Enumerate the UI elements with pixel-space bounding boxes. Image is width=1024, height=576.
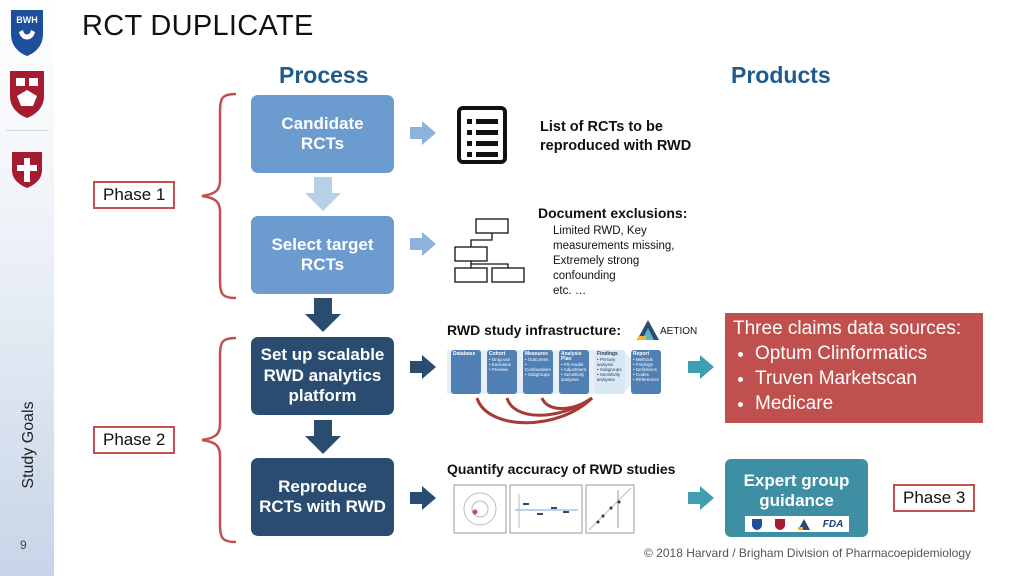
infra-stage-3: Analysis Plan• PS model • Adjustment • S… [559,350,589,394]
claims-list: Optum Clinformatics Truven Marketscan Me… [733,343,975,415]
infra-stage-2: Measures• Outcomes • Confounders • Subgr… [523,350,553,394]
infra-title: RWD study infrastructure: [447,322,621,338]
aetion-label: AETION [660,326,698,337]
claims-data-sources: Three claims data sources: Optum Clinfor… [725,313,983,423]
infra-stage-items: • Methods • Findings • Definitions • Cod… [633,357,659,382]
process-step-rwd-platform: Set up scalable RWD analytics platform [251,337,394,415]
aetion-logo-icon [798,518,811,530]
infra-stage-title: Database [453,351,476,357]
slide-title: RCT DUPLICATE [82,10,314,42]
accuracy-title: Quantify accuracy of RWD studies [447,461,676,477]
bwh-logo-icon: BWH [11,10,43,56]
sidebar-separator [6,130,48,131]
infra-stage-5: Report• Methods • Findings • Definitions… [631,350,661,394]
phase-2-label: Phase 2 [93,426,176,454]
right-arrow-icon [688,355,714,379]
expert-guidance-box: Expert group guidance FDA [725,459,868,537]
phase-1-label: Phase 1 [93,181,176,209]
down-arrow-icon [305,177,341,211]
phase1-bracket [201,92,237,300]
products-heading: Products [731,62,831,88]
rct-list-product: List of RCTs to be reproduced with RWD [540,119,692,154]
infra-stage-title: Measures [525,351,549,357]
exclusions-details: Limited RWD, Key measurements missing, E… [553,225,675,297]
infra-pipeline: Database Cohort• Drug use • Exclusion • P… [447,346,669,432]
infra-stage-title: Findings [597,351,618,357]
infra-stage-title: Analysis Plan [561,351,582,362]
right-arrow-icon [410,232,436,256]
infra-stage-items: • Drug use • Exclusion • Preview [489,357,512,372]
process-step-select-target-rcts: Select target RCTs [251,216,394,294]
infra-stage-1: Cohort• Drug use • Exclusion • Preview [487,350,517,394]
infra-stage-items: • PS model • Adjustment • Sensitivity an… [561,362,587,382]
infra-stage-items: • Primary analysis • Subgroups • Sensiti… [597,357,622,382]
harvard-shield-icon [10,71,44,118]
phase-3-label: Phase 3 [893,484,976,512]
exclusions-title: Document exclusions: [538,205,688,221]
org-chart-icon [454,218,525,283]
footer-copyright: © 2018 Harvard / Brigham Division of Pha… [644,546,971,560]
down-arrow-icon [305,420,341,454]
infra-stage-title: Report [633,351,650,357]
infra-stage-title: Cohort [489,351,506,357]
vertical-section-label: Study Goals [20,401,37,489]
right-arrow-icon [410,355,436,379]
svg-text:BWH: BWH [16,15,38,25]
claims-item: Optum Clinformatics [755,343,975,365]
page-number: 9 [20,538,27,552]
sidebar: BWH Study Goals 9 [0,0,54,576]
infra-stage-items: • Outcomes • Confounders • Subgroups [525,357,551,377]
harvard-shield-small-icon [12,152,42,188]
expert-guidance-label: Expert group guidance [743,471,850,510]
infra-stage-0: Database [451,350,481,394]
checklist-icon [457,106,507,164]
harvard-shield-icon [775,518,786,530]
process-step-candidate-rcts: Candidate RCTs [251,95,394,173]
claims-item: Medicare [755,393,975,415]
process-step-reproduce-rcts: Reproduce RCTs with RWD [251,458,394,536]
phase2-bracket [201,336,237,544]
process-heading: Process [279,62,369,88]
down-arrow-icon [305,298,341,332]
infra-stage-4: Findings• Primary analysis • Subgroups •… [595,350,625,394]
right-arrow-icon [688,486,714,510]
claims-item: Truven Marketscan [755,368,975,390]
right-arrow-icon [410,486,436,510]
claims-title: Three claims data sources: [733,318,962,339]
right-arrow-icon [410,121,436,145]
bwh-logo-icon [751,518,762,530]
aetion-logo-icon [637,320,659,340]
accuracy-plots-thumbnail [453,484,635,534]
expert-logos-strip: FDA [745,516,849,532]
fda-logo: FDA [822,518,844,530]
